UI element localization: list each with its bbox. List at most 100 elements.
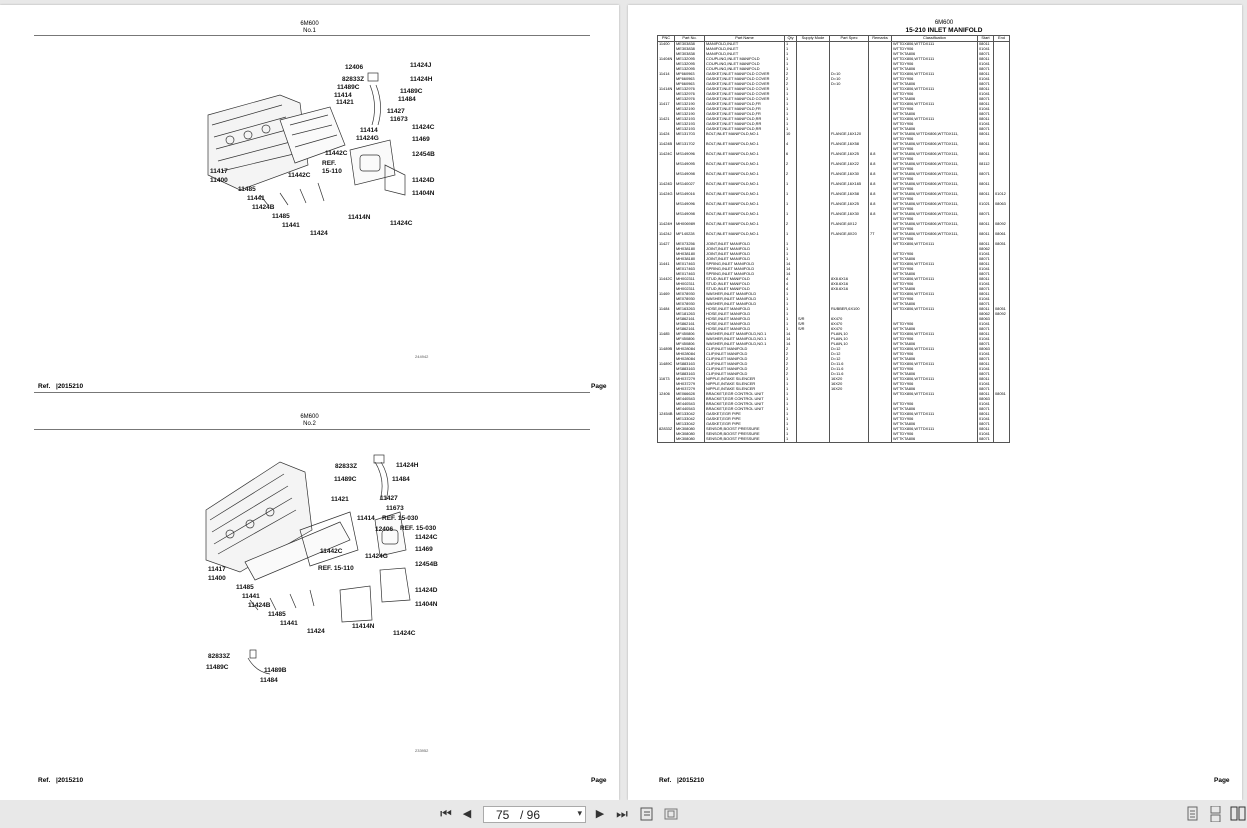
table-cell: [993, 57, 1010, 62]
svg-text:11673: 11673: [390, 116, 408, 123]
fit-page-button[interactable]: [639, 806, 655, 822]
continuous-page-icon: [1210, 805, 1221, 823]
table-cell: [993, 177, 1010, 182]
table-cell: [993, 112, 1010, 117]
page-selector[interactable]: 75 / 96 ▾: [483, 806, 586, 823]
two-page-icon: [1230, 806, 1246, 821]
continuous-view-button[interactable]: [1209, 805, 1223, 823]
table-cell: [993, 432, 1010, 437]
svg-text:11424C: 11424C: [390, 220, 413, 227]
table-cell: [993, 107, 1010, 112]
table-cell: [993, 257, 1010, 262]
parts-list-model: 6M600: [934, 20, 954, 26]
table-row: WTTDY906: [657, 227, 1010, 232]
table-cell: [993, 352, 1010, 357]
svg-text:11404N: 11404N: [415, 601, 438, 608]
table-cell: [993, 297, 1010, 302]
svg-text:11485: 11485: [272, 213, 290, 220]
table-cell: [993, 207, 1010, 212]
divider: [34, 392, 590, 393]
figure-2-model: 6M600: [300, 414, 319, 420]
table-cell: [796, 437, 830, 443]
next-page-button[interactable]: ▶: [595, 808, 605, 820]
table-cell: [993, 182, 1010, 187]
table-cell: [993, 137, 1010, 142]
svg-text:11424: 11424: [310, 230, 328, 237]
table-row: WTTDY906: [657, 217, 1010, 222]
first-page-button[interactable]: ⏮: [440, 806, 452, 821]
svg-text:11485: 11485: [268, 611, 286, 618]
table-cell: [993, 272, 1010, 277]
svg-text:11424J: 11424J: [410, 62, 432, 69]
table-row: WTTDY906: [657, 157, 1010, 162]
svg-text:11442C: 11442C: [288, 172, 311, 179]
figure-2-code: 233952: [415, 748, 429, 753]
chevron-down-icon[interactable]: ▾: [577, 808, 582, 818]
footer-page-label: Page: [591, 383, 607, 390]
svg-text:11484: 11484: [398, 96, 416, 103]
table-row: WTTDY906: [657, 237, 1010, 242]
last-page-button[interactable]: ⏭: [616, 806, 628, 821]
footer-ref-label: Ref.: [659, 777, 672, 784]
table-cell: 11442C: [657, 277, 675, 282]
table-cell: [993, 247, 1010, 252]
svg-text:11469: 11469: [412, 136, 430, 143]
table-cell: 11414N: [657, 87, 675, 92]
table-cell: [993, 357, 1010, 362]
svg-text:12454B: 12454B: [412, 151, 435, 158]
table-cell: 08092: [993, 222, 1010, 227]
table-cell: 08051: [993, 392, 1010, 397]
table-cell: SENSOR,BOOST PRESSURE: [704, 437, 785, 443]
svg-text:11404N: 11404N: [412, 190, 435, 197]
table-cell: 08071: [977, 437, 994, 443]
fit-page-icon: [640, 807, 653, 821]
table-row: WTTDY906: [657, 197, 1010, 202]
table-cell: [993, 212, 1010, 217]
table-cell: [993, 72, 1010, 77]
table-cell: [993, 412, 1010, 417]
footer-page-label: Page: [591, 777, 607, 784]
table-cell: [993, 417, 1010, 422]
svg-text:11489C: 11489C: [334, 476, 357, 483]
fit-width-icon: [664, 808, 678, 820]
table-cell: [993, 342, 1010, 347]
parts-list-title: 15-210 INLET MANIFOLD: [905, 27, 983, 34]
svg-text:REF. 15-110: REF. 15-110: [318, 565, 354, 572]
table-cell: 11424H: [657, 222, 675, 227]
page-number-input[interactable]: 75: [496, 808, 510, 822]
table-cell: [993, 437, 1010, 443]
figure-2-header: 6M600 No.2: [0, 414, 619, 428]
table-cell: [993, 142, 1010, 147]
previous-page-button[interactable]: ◀: [462, 808, 472, 820]
svg-text:11424C: 11424C: [393, 630, 416, 637]
two-page-view-button[interactable]: [1230, 806, 1246, 822]
svg-text:11400: 11400: [210, 177, 228, 184]
fit-width-button[interactable]: [663, 806, 679, 822]
table-cell: [993, 67, 1010, 72]
table-cell: [993, 377, 1010, 382]
svg-text:11424D: 11424D: [412, 177, 435, 184]
svg-text:11442C: 11442C: [325, 150, 348, 157]
svg-text:11414: 11414: [360, 127, 378, 134]
svg-text:11489C: 11489C: [337, 84, 360, 91]
single-page-view-button[interactable]: [1186, 806, 1200, 822]
